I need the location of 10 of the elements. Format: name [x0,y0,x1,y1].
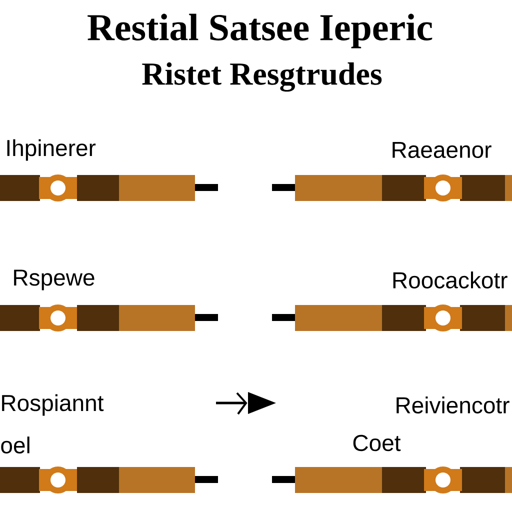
title: Restial Satsee Ieperic [88,14,432,48]
resistor-label: Rspewe [14,270,94,290]
resistor-label: Reiviencotr [396,396,510,414]
resistor-label: Roocackotr [393,272,508,288]
resistor-label: Raeaenor [392,142,492,158]
resistor-label: oel [1,436,30,454]
subtitle: Ristet Resgtrudes [142,62,382,92]
resistor-label: Coet [353,434,401,452]
resistor-label: Rospiannt [2,394,104,416]
resistor-label: Ihpinerer [7,139,96,161]
